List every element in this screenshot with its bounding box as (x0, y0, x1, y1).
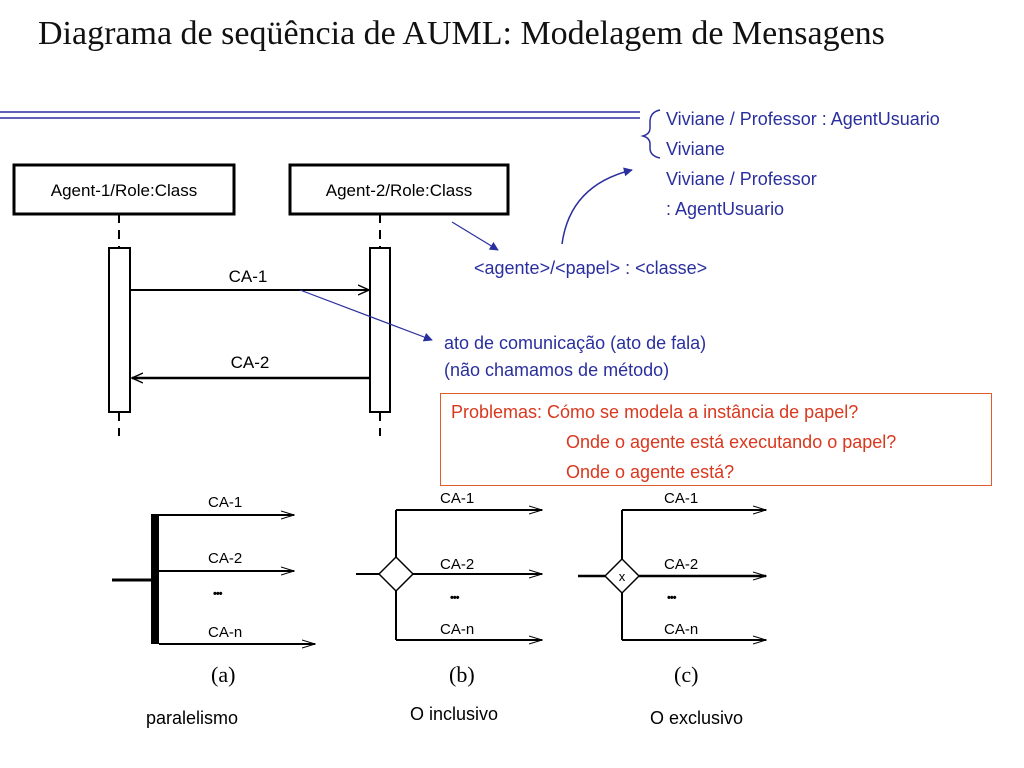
message-ca2-label: CA-2 (231, 353, 270, 372)
connector-b-ellipsis: ••• (450, 592, 460, 604)
connector-c-label-1: CA-1 (664, 490, 698, 507)
problems-box: Problemas: Cómo se modela a instância de… (440, 393, 992, 486)
agent1-lifeline (108, 214, 131, 436)
notation-example-line-3: Viviane / Professor (666, 169, 817, 189)
agent1-head-label: Agent-1/Role:Class (51, 181, 197, 200)
communication-act-label: ato de comunicação (ato de fala) (444, 333, 707, 353)
connector-b-label-2: CA-2 (440, 556, 474, 573)
agent2-head-box (288, 163, 510, 216)
problems-line-2: Onde o agente está executando o papel? (566, 432, 897, 452)
connector-a-ellipsis: ••• (213, 588, 223, 600)
connector-exclusive-or: x (578, 510, 766, 640)
connector-c-caption: O exclusivo (650, 708, 744, 728)
connector-c-label-2: CA-2 (664, 556, 698, 573)
problems-line-3: Onde o agente está? (566, 462, 735, 482)
agent2-lifeline (369, 214, 391, 436)
notation-example-line-2: Viviane (666, 139, 725, 159)
connector-a-label-n: CA-n (208, 624, 242, 641)
problems-line-1: Problemas: Cómo se modela a instância de… (451, 402, 859, 422)
agent1-head-box (12, 163, 236, 216)
notation-example-line-4: : AgentUsuario (666, 199, 785, 219)
xor-symbol: x (619, 569, 626, 584)
connector-b-letter: (b) (449, 662, 475, 687)
connector-a-label-1: CA-1 (208, 494, 242, 511)
agent2-head-label: Agent-2/Role:Class (326, 181, 472, 200)
pointer-communication-act (299, 289, 433, 342)
connector-b-label-1: CA-1 (440, 490, 474, 507)
connector-c-letter: (c) (674, 662, 699, 687)
connector-inclusive-or (356, 510, 542, 640)
pointer-notation-example (561, 167, 633, 245)
pointer-agent-syntax (451, 221, 499, 251)
connector-a-caption: paralelismo (146, 708, 239, 728)
connector-parallel (112, 514, 315, 644)
slide-title: Diagrama de seqüência de AUML: Modelagem… (38, 15, 885, 52)
notation-example-line-1: Viviane / Professor : AgentUsuario (666, 109, 940, 129)
title-rule (0, 111, 640, 119)
connector-c-label-n: CA-n (664, 621, 698, 638)
not-method-label: (não chamamos de método) (444, 360, 670, 380)
agent-syntax-label: <agente>/<papel> : <classe> (474, 258, 708, 278)
connector-b-label-n: CA-n (440, 621, 474, 638)
connector-a-letter: (a) (211, 662, 236, 687)
connector-b-caption: O inclusivo (410, 704, 499, 724)
message-ca1-label: CA-1 (229, 267, 268, 286)
notation-brace (640, 109, 661, 159)
connector-a-label-2: CA-2 (208, 550, 242, 567)
connector-c-ellipsis: ••• (667, 592, 677, 604)
